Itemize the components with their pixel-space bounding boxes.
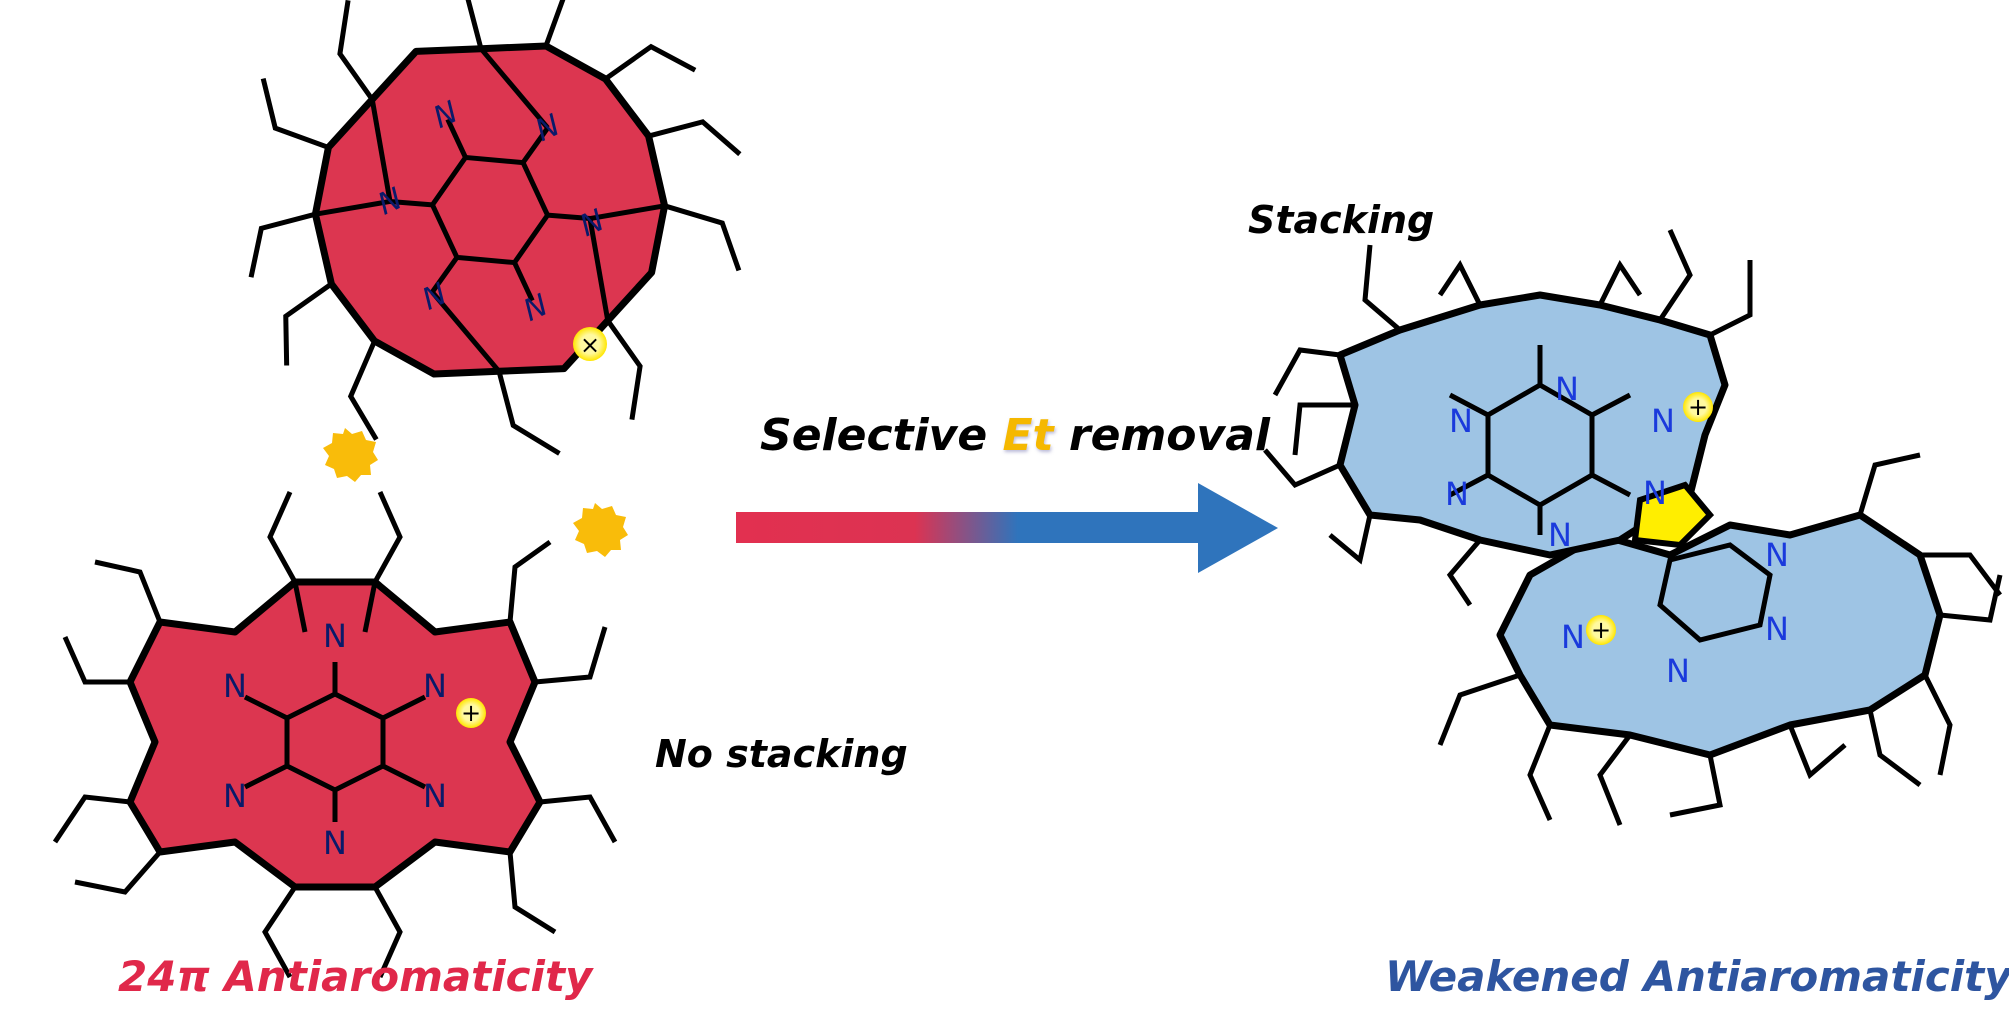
nitrogen-label: N [1666, 652, 1690, 690]
dimer-upper-unit [1263, 228, 1753, 607]
nitrogen-label: N [223, 667, 247, 705]
ethyl-highlight: Et [1002, 410, 1054, 461]
dimer-lower-unit [1437, 452, 2003, 826]
no-stacking-label: No stacking [655, 732, 908, 776]
nitrogen-label: N [1765, 536, 1789, 574]
ethyl-groups [52, 490, 618, 979]
bonds [314, 47, 666, 373]
star-burst-icon [323, 428, 378, 482]
nitrogen-label: N [323, 617, 347, 655]
bonds [1448, 345, 1632, 535]
reaction-condition-label: Selective Et removal [760, 410, 1270, 461]
central-ring [1657, 542, 1773, 643]
right-caption: Weakened Antiaromaticity [1385, 952, 2009, 1001]
molecule-core [311, 42, 669, 378]
charge-badge: + [1586, 615, 1616, 645]
nitrogen-label: N [1765, 610, 1789, 648]
charge-badge: + [1683, 392, 1713, 422]
highlighted-ring [1631, 481, 1715, 549]
molecule-left-bottom: N N N N N N [52, 490, 618, 979]
nitrogen-label: N [1643, 474, 1667, 512]
bonds [243, 581, 427, 822]
nitrogen-label: N [423, 777, 447, 815]
molecule-left-top: N N N N N N [248, 0, 742, 456]
nitrogen-label: N [1555, 370, 1579, 408]
nitrogen-label: N [1445, 475, 1469, 513]
ethyl-groups [1437, 452, 2003, 826]
nitrogen-label: N [1561, 618, 1585, 656]
star-burst-icon [573, 503, 628, 557]
charge-symbol: + [461, 699, 481, 727]
charge-badge: + [456, 698, 486, 728]
left-caption: 24π Antiaromaticity [118, 952, 593, 1001]
nitrogen-label: N [1449, 402, 1473, 440]
nitrogen-label: N [1651, 402, 1675, 440]
stacking-label: Stacking [1248, 198, 1435, 242]
right-arrow-icon [736, 483, 1278, 573]
ethyl-groups [248, 0, 742, 456]
reaction-suffix: removal [1053, 410, 1270, 461]
nitrogen-label: N [1548, 516, 1572, 554]
charge-symbol: × [580, 331, 600, 359]
charge-badge: × [573, 327, 607, 361]
molecule-right-dimer: N N N N N N N N N N + + [1263, 228, 2003, 826]
ethyl-groups [1263, 228, 1753, 607]
charge-symbol: + [1688, 393, 1708, 421]
nitrogen-label: N [223, 777, 247, 815]
molecule-core [1336, 291, 1729, 559]
nitrogen-label: N [323, 824, 347, 862]
charge-symbol: + [1591, 616, 1611, 644]
reaction-prefix: Selective [760, 410, 1003, 461]
nitrogen-label: N [423, 667, 447, 705]
